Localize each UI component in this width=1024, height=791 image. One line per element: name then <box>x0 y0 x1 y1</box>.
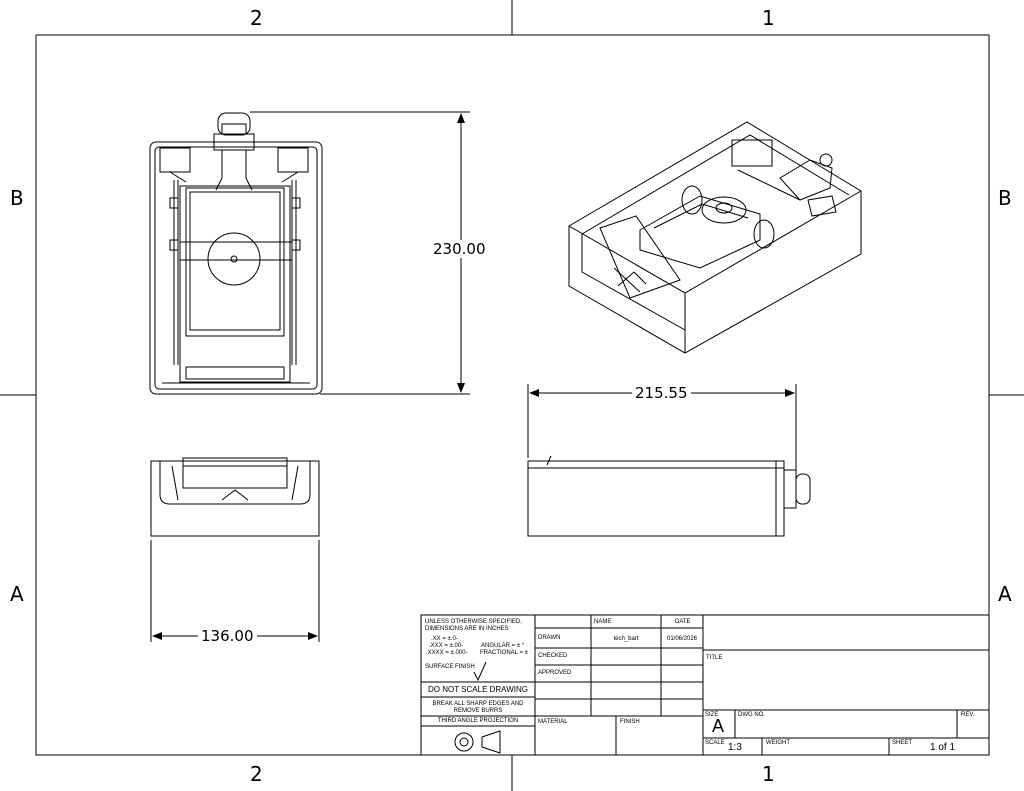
dimension-length: 215.55 <box>632 384 691 402</box>
drawn-name: tech_bart <box>613 636 639 642</box>
tolerance-angular: ANGULAR = ± ° <box>481 643 525 649</box>
projection-label: THIRD ANGLE PROJECTION <box>437 718 519 724</box>
row-checked-label: CHECKED <box>538 653 568 659</box>
zone-label-right-a: A <box>998 582 1012 606</box>
zone-label-bottom-1: 1 <box>762 762 775 786</box>
column-date-header: DATE <box>675 619 691 625</box>
row-drawn-label: DRAWN <box>538 635 561 641</box>
scale-label: SCALE <box>705 740 725 746</box>
top-view <box>149 112 323 395</box>
break-edges-note-1: BREAK ALL SHARP EDGES AND <box>432 701 524 707</box>
dimension-height: 230.00 <box>430 240 489 258</box>
size-label: SIZE <box>705 712 719 718</box>
zone-label-left-a: A <box>10 582 24 606</box>
row-approved-label: APPROVED <box>538 670 572 676</box>
zone-label-top-1: 1 <box>762 6 775 30</box>
zone-label-left-b: B <box>10 186 24 210</box>
column-name-header: NAME <box>594 619 612 625</box>
surface-finish-label: SURFACE FINISH <box>425 664 475 670</box>
sheet-value: 1 of 1 <box>930 742 956 753</box>
title-label: TITLE <box>706 655 723 661</box>
material-label: MATERIAL <box>538 719 568 725</box>
zone-label-top-2: 2 <box>250 6 263 30</box>
zone-label-right-b: B <box>998 186 1012 210</box>
tolerance-xxx: .XXX = ±.00- <box>429 643 464 649</box>
title-block-frame <box>420 614 990 756</box>
tolerance-fractional: FRACTIONAL = ± <box>480 650 528 656</box>
break-edges-note-2: REMOVE BURRS <box>453 708 503 714</box>
dwg-no-label: DWG NO. <box>738 712 765 718</box>
do-not-scale-note: DO NOT SCALE DRAWING <box>427 685 528 694</box>
size-value: A <box>712 716 725 736</box>
weight-label: WEIGHT <box>766 740 790 746</box>
zone-label-bottom-2: 2 <box>250 762 263 786</box>
isometric-view <box>568 121 862 354</box>
drawn-date: 01/06/2026 <box>666 636 698 642</box>
tolerance-note-line2: DIMENSIONS ARE IN INCHES <box>425 626 509 632</box>
tolerance-note-line1: UNLESS OTHERWISE SPECIFIED, <box>425 619 522 625</box>
dimension-width: 136.00 <box>198 627 257 645</box>
finish-label: FINISH <box>620 719 640 725</box>
tolerance-xxxx: .XXXX = ±.000- <box>426 650 468 656</box>
scale-value: 1:3 <box>728 742 742 753</box>
rev-label: REV. <box>961 712 975 718</box>
tolerance-xx: .XX = ±.0- <box>431 636 458 642</box>
sheet-label: SHEET <box>892 740 913 746</box>
side-view <box>527 455 811 537</box>
front-view <box>150 457 320 537</box>
